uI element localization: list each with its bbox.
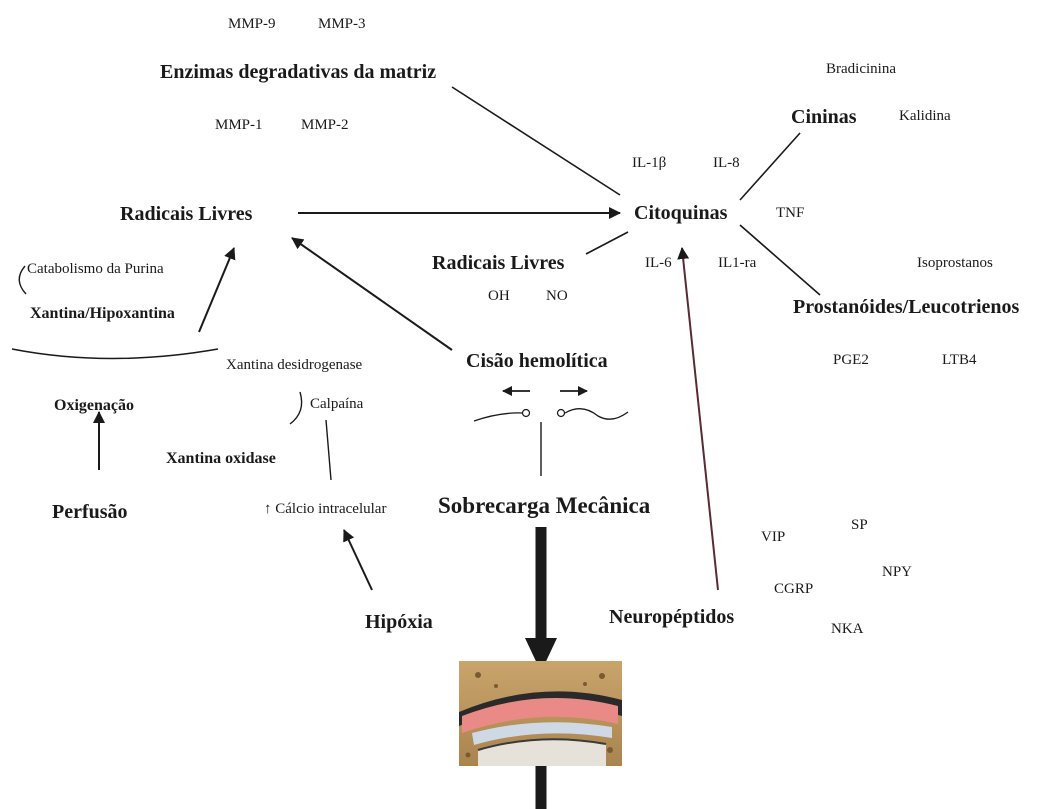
connector-calpaina-calcio bbox=[326, 420, 331, 480]
label-enzimas-degradativas: Enzimas degradativas da matriz bbox=[160, 62, 436, 82]
label-calpaina: Calpaína bbox=[310, 397, 363, 412]
radical-dot-left bbox=[523, 410, 530, 417]
label-cininas: Cininas bbox=[791, 107, 857, 127]
label-oxigenacao: Oxigenação bbox=[54, 398, 134, 414]
brace-purina bbox=[12, 349, 218, 359]
bond-left bbox=[474, 413, 523, 421]
label-sp: SP bbox=[851, 518, 868, 533]
label-bradicinina: Bradicinina bbox=[826, 62, 896, 77]
label-neuropeptidos: Neuropéptidos bbox=[609, 607, 734, 627]
label-tnf: TNF bbox=[776, 206, 804, 221]
arrow-neuropeptidos-to-citoquinas bbox=[682, 248, 718, 590]
label-calcio-intracelular: ↑ Cálcio intracelular bbox=[264, 502, 386, 517]
connector-radicais-citoquinas bbox=[586, 232, 628, 254]
label-cgrp: CGRP bbox=[774, 582, 813, 597]
label-xantina-desidrogenase: Xantina desidrogenase bbox=[226, 358, 362, 373]
label-no: NO bbox=[546, 289, 568, 304]
label-xantina-oxidase: Xantina oxidase bbox=[166, 451, 276, 467]
label-radicais-livres-small: Radicais Livres bbox=[432, 253, 564, 273]
label-npy: NPY bbox=[882, 565, 912, 580]
joint-illustration bbox=[459, 661, 622, 766]
label-kalidina: Kalidina bbox=[899, 109, 951, 124]
label-citoquinas: Citoquinas bbox=[634, 203, 727, 223]
label-il6: IL-6 bbox=[645, 256, 672, 271]
label-nka: NKA bbox=[831, 622, 864, 637]
label-il1ra: IL1-ra bbox=[718, 256, 756, 271]
bracket-catabolismo bbox=[19, 266, 26, 294]
label-il1b: IL-1β bbox=[632, 156, 666, 171]
label-sobrecarga-mecanica: Sobrecarga Mecânica bbox=[438, 494, 650, 517]
connector-cininas-citoquinas bbox=[740, 133, 800, 200]
label-hipoxia: Hipóxia bbox=[365, 612, 433, 632]
label-vip: VIP bbox=[761, 530, 785, 545]
bond-right bbox=[565, 409, 628, 420]
label-cisao-hemolitica: Cisão hemolítica bbox=[466, 351, 608, 371]
label-isoprostanos: Isoprostanos bbox=[917, 256, 993, 271]
arrow-xantina-to-radicais bbox=[199, 248, 234, 332]
label-prostanoides-leucotrienos: Prostanóides/Leucotrienos bbox=[793, 297, 1019, 317]
arrow-hipoxia-to-calcio bbox=[344, 530, 372, 590]
arrow-cisao-to-radicais bbox=[292, 238, 452, 350]
label-radicais-livres-main: Radicais Livres bbox=[120, 204, 252, 224]
connector-enzimas-citoquinas bbox=[452, 87, 620, 195]
label-mmp1: MMP-1 bbox=[215, 118, 263, 133]
bracket-xantina-enzymes bbox=[290, 392, 302, 424]
label-xantina-hipoxantina: Xantina/Hipoxantina bbox=[30, 306, 175, 322]
label-ltb4: LTB4 bbox=[942, 353, 976, 368]
label-mmp2: MMP-2 bbox=[301, 118, 349, 133]
label-il8: IL-8 bbox=[713, 156, 740, 171]
label-oh: OH bbox=[488, 289, 510, 304]
label-mmp9: MMP-9 bbox=[228, 17, 276, 32]
label-perfusao: Perfusão bbox=[52, 502, 128, 522]
label-catabolismo-purina: Catabolismo da Purina bbox=[27, 262, 164, 277]
label-pge2: PGE2 bbox=[833, 353, 869, 368]
radical-dot-right bbox=[558, 410, 565, 417]
label-mmp3: MMP-3 bbox=[318, 17, 366, 32]
